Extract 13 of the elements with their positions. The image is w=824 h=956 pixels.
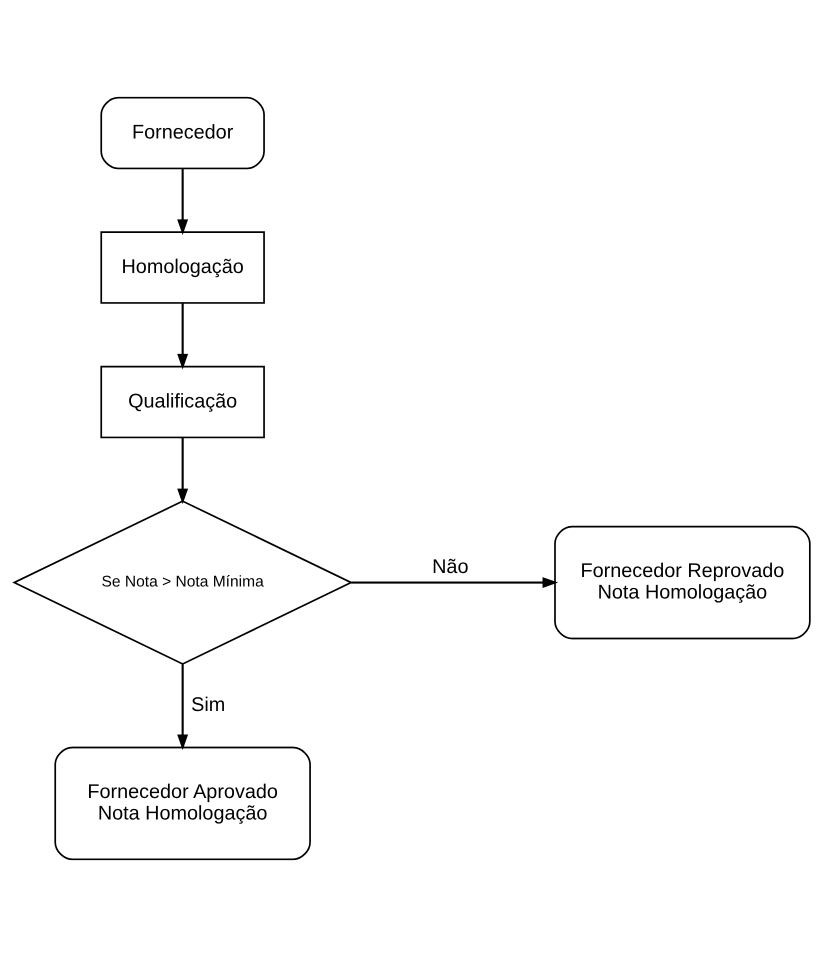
node-box: Fornecedor Reprovado Nota Homologação [554, 525, 811, 639]
edge-label: Sim [191, 693, 226, 716]
arrow [177, 664, 188, 750]
arrow [177, 168, 188, 234]
node-box: Qualificação [100, 365, 265, 438]
arrow [177, 303, 188, 369]
node-diamond: Se Nota > Nota Mínima [12, 500, 354, 664]
arrow [177, 437, 188, 504]
node-box: Fornecedor Aprovado Nota Homologação [54, 746, 311, 860]
node-box: Fornecedor [100, 96, 265, 169]
arrow [351, 576, 558, 588]
node-box: Homologação [100, 230, 265, 304]
edge-label: Não [432, 555, 468, 578]
